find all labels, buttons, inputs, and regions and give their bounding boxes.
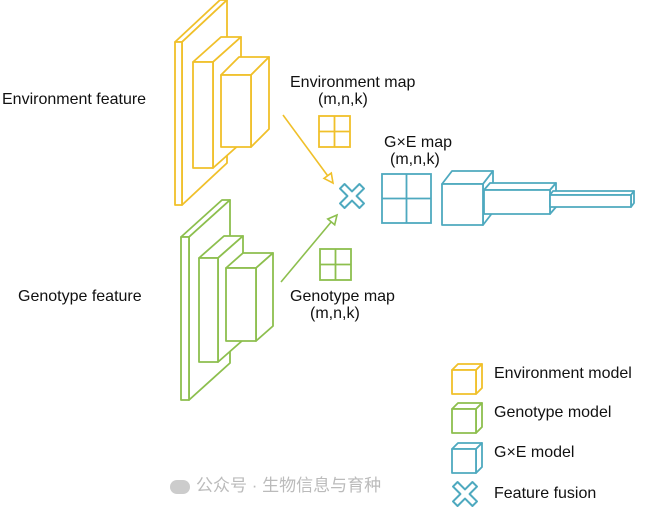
genotype-feature-label: Genotype feature xyxy=(18,288,142,305)
legend-feature-fusion-cross-icon xyxy=(452,481,478,507)
env-layer-3-front xyxy=(220,74,252,148)
genotype-map-label: Genotype map xyxy=(290,288,395,305)
geno-layer-2-front xyxy=(198,257,219,363)
gxe-map-label: G×E map xyxy=(384,134,453,151)
watermark-text: 公众号 · 生物信息与育种 xyxy=(196,476,382,495)
wechat-icon xyxy=(170,479,190,494)
legend-yellow-cube-icon-front xyxy=(451,369,477,395)
fusion-cross-icon xyxy=(339,183,365,209)
gxe-layer-2-front xyxy=(483,189,551,215)
legend-genotype-model: Genotype model xyxy=(494,404,612,421)
env-layer-1-front xyxy=(174,41,183,206)
watermark: 公众号 · 生物信息与育种 xyxy=(170,476,381,496)
gxe-map-dims: (m,n,k) xyxy=(390,151,440,168)
legend-environment-model: Environment model xyxy=(494,365,632,382)
env-layer-2-front xyxy=(192,61,214,169)
genotype-map-dims: (m,n,k) xyxy=(310,305,360,322)
environment-arrow-head xyxy=(322,171,335,185)
genotype-arrow-head xyxy=(326,213,339,227)
genotype-arrow xyxy=(280,214,338,283)
geno-layer-3-front xyxy=(225,267,257,342)
gxe-layer-3-front xyxy=(549,194,632,208)
legend-gxe-model: G×E model xyxy=(494,444,575,461)
gxe-layer-1-front xyxy=(441,183,484,226)
legend-feature-fusion: Feature fusion xyxy=(494,485,597,502)
gxe-layer-2-top xyxy=(483,182,557,191)
legend-teal-cube-icon-front xyxy=(451,448,477,474)
legend-green-cube-icon-front xyxy=(451,408,477,434)
geno-layer-3-side xyxy=(255,252,274,342)
environment-map-dims: (m,n,k) xyxy=(318,91,368,108)
environment-arrow xyxy=(282,114,334,184)
environment-map-label: Environment map xyxy=(290,74,416,91)
geno-layer-1-front xyxy=(180,236,190,401)
environment-feature-label: Environment feature xyxy=(2,91,147,108)
